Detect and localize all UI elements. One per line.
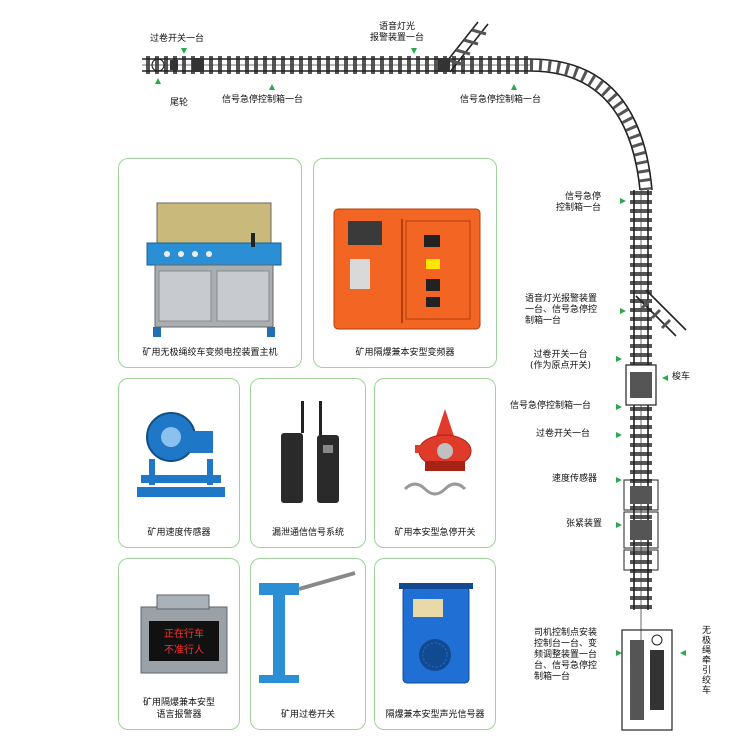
label-voice-alarm-side: 语音灯光报警装置 一台、信号急停控 制箱一台 bbox=[525, 294, 597, 327]
label-tensioner: 张紧装置 bbox=[566, 519, 603, 529]
pointer-estop-side bbox=[620, 198, 626, 204]
label-line: 语音灯光报警装置 bbox=[525, 294, 598, 304]
card-leaky-comm: 漏泄通信信号系统 bbox=[250, 378, 366, 548]
pointer-voice-side bbox=[620, 308, 626, 314]
pointer-tensioner bbox=[616, 522, 622, 528]
label-line: 过卷开关一台 bbox=[533, 350, 588, 360]
label-line: 制箱一台 bbox=[534, 672, 571, 682]
card-caption: 矿用无极绳绞车变频电控装置主机 bbox=[119, 347, 301, 359]
radios-image bbox=[281, 401, 339, 503]
label-line: (作为原点开关) bbox=[530, 361, 592, 371]
pointer-driver bbox=[616, 650, 622, 656]
label-shuttle-car: 梭车 bbox=[672, 372, 691, 382]
label-limit-switch-2: 过卷开关一台 bbox=[536, 429, 591, 439]
pointer-shuttle bbox=[662, 375, 668, 381]
label-origin-switch: 过卷开关一台 (作为原点开关) bbox=[530, 350, 591, 372]
sound-light-image bbox=[399, 583, 473, 684]
pointer-switch-2 bbox=[616, 432, 622, 438]
pointer-estop-2 bbox=[511, 84, 517, 90]
label-line: 控制台一台、变 bbox=[534, 639, 598, 649]
pointer-voice-alarm bbox=[411, 48, 417, 54]
caption-line: 矿用隔爆兼本安型 bbox=[142, 698, 215, 708]
label-estop-box-1: 信号急停控制箱一台 bbox=[222, 95, 304, 105]
label-line: 频调整装置一台 bbox=[534, 650, 598, 660]
winch-assembly bbox=[621, 629, 673, 731]
label-estop-box-side: 信号急停 控制箱一台 bbox=[556, 192, 601, 214]
card-estop-switch: 矿用本安型急停开关 bbox=[374, 378, 496, 548]
label-voice-alarm-top: 语音灯光 报警装置一台 bbox=[370, 22, 424, 44]
card-inverter: 矿用隔爆兼本安型变频器 bbox=[313, 158, 497, 368]
caption-line: 语言报警器 bbox=[156, 710, 202, 720]
curved-track bbox=[529, 58, 653, 191]
label-line: 信号急停 bbox=[565, 192, 602, 202]
label-line: 制箱一台 bbox=[525, 316, 562, 326]
label-line: 台、信号急停控 bbox=[534, 661, 598, 671]
speed-sensor-image bbox=[137, 412, 225, 497]
caption-line: 隔爆兼本安型声光信号器 bbox=[385, 710, 485, 720]
card-caption: 矿用过卷开关 bbox=[251, 709, 365, 721]
alarm-text-line-2: 不准行人 bbox=[164, 643, 204, 656]
tail-wheel-assembly bbox=[151, 58, 450, 72]
pointer-origin bbox=[616, 356, 622, 362]
card-voice-alarm: 正在行车 不准行人 矿用隔爆兼本安型 语言报警器 bbox=[118, 558, 240, 730]
card-sound-light: 隔爆兼本安型声光信号器 bbox=[374, 558, 496, 730]
top-branch-track bbox=[439, 21, 489, 73]
card-overwind-switch: 矿用过卷开关 bbox=[250, 558, 366, 730]
caption-line: 矿用隔爆兼本安型变频器 bbox=[355, 348, 455, 358]
pointer-tail-wheel bbox=[155, 78, 161, 84]
caption-line: 矿用过卷开关 bbox=[280, 710, 335, 720]
pointer-speed bbox=[616, 477, 622, 483]
overwind-switch-image bbox=[259, 571, 356, 683]
card-caption: 矿用隔爆兼本安型 语言报警器 bbox=[119, 697, 239, 721]
label-driver-station: 司机控制点安装 控制台一台、变 频调整装置一台 台、信号急停控 制箱一台 bbox=[534, 628, 597, 683]
label-winch-vertical: 无极绳牵引绞车 bbox=[702, 626, 712, 696]
pointer-winch bbox=[680, 650, 686, 656]
estop-switch-image bbox=[403, 409, 472, 496]
shuttle-car bbox=[625, 364, 657, 406]
top-horizontal-track bbox=[142, 56, 530, 74]
label-speed-sensor: 速度传感器 bbox=[552, 474, 598, 484]
pointer-estop-1 bbox=[269, 84, 275, 90]
card-caption: 矿用本安型急停开关 bbox=[375, 527, 495, 539]
card-caption: 矿用隔爆兼本安型变频器 bbox=[314, 347, 496, 359]
label-line: 控制箱一台 bbox=[556, 203, 602, 213]
label-line: 一台、信号急停控 bbox=[525, 305, 598, 315]
label-estop-box-2: 信号急停控制箱一台 bbox=[460, 95, 542, 105]
label-estop-box-3: 信号急停控制箱一台 bbox=[510, 401, 592, 411]
card-speed-sensor: 矿用速度传感器 bbox=[118, 378, 240, 548]
label-tail-wheel: 尾轮 bbox=[170, 98, 189, 108]
card-main-controller: 矿用无极绳绞车变频电控装置主机 bbox=[118, 158, 302, 368]
main-controller-image bbox=[146, 202, 282, 337]
caption-line: 矿用本安型急停开关 bbox=[394, 528, 476, 538]
label-line: 司机控制点安装 bbox=[534, 628, 598, 638]
card-caption: 矿用速度传感器 bbox=[119, 527, 239, 539]
card-caption: 隔爆兼本安型声光信号器 bbox=[375, 709, 495, 721]
pointer-top-switch bbox=[181, 48, 187, 54]
alarm-text-line-1: 正在行车 bbox=[164, 627, 204, 640]
voice-alarm-image: 正在行车 不准行人 bbox=[140, 594, 228, 674]
side-branch-track bbox=[635, 289, 687, 337]
label-line: 语音灯光 bbox=[379, 22, 416, 32]
caption-line: 漏泄通信信号系统 bbox=[271, 528, 344, 538]
label-top-limit-switch: 过卷开关一台 bbox=[150, 34, 205, 44]
pointer-estop-3 bbox=[616, 404, 622, 410]
card-caption: 漏泄通信信号系统 bbox=[251, 527, 365, 539]
label-line: 报警装置一台 bbox=[370, 33, 425, 43]
caption-line: 矿用速度传感器 bbox=[147, 528, 211, 538]
tensioner-assembly bbox=[623, 479, 659, 571]
inverter-image bbox=[333, 208, 481, 330]
caption-line: 矿用无极绳绞车变频电控装置主机 bbox=[142, 348, 278, 358]
